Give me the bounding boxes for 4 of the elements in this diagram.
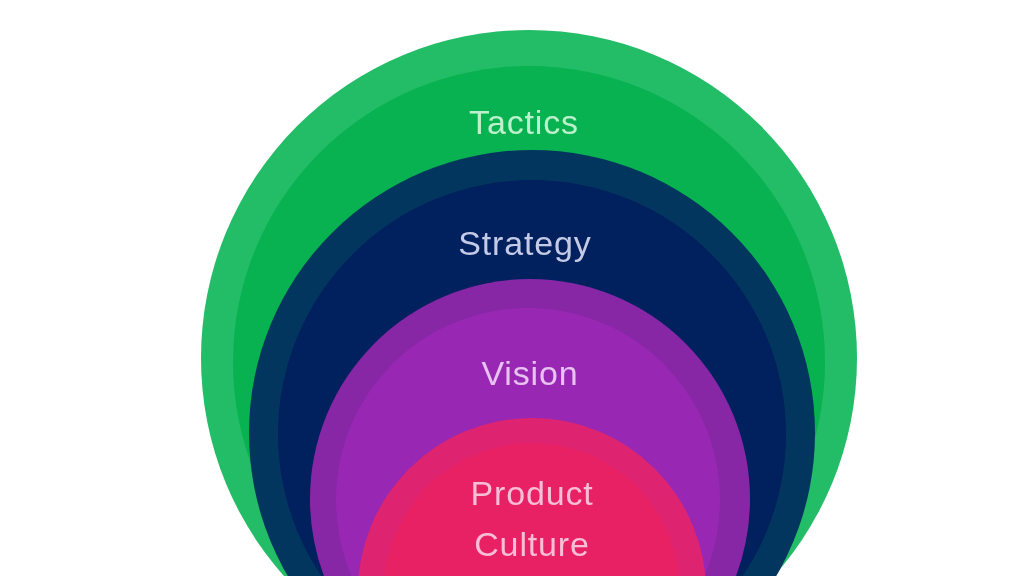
layer-label: Tactics xyxy=(469,101,579,143)
layer-label: Strategy xyxy=(458,222,592,264)
layer-label: Product Culture xyxy=(469,473,595,565)
layer-label: Vision xyxy=(481,352,579,394)
